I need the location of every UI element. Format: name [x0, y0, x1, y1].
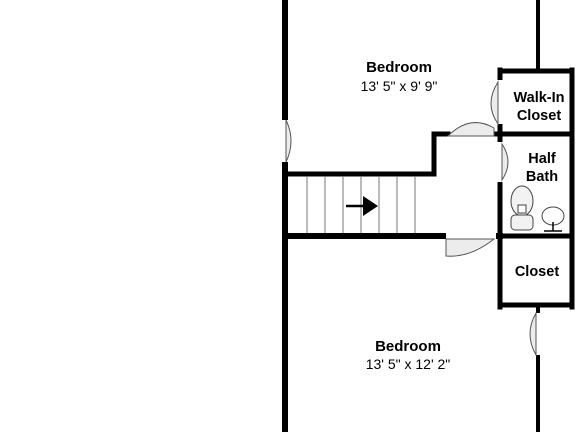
- half-bath-label-line1: Half: [528, 151, 556, 167]
- toilet-icon: [510, 185, 534, 231]
- bedroom-bottom-name: Bedroom: [375, 338, 441, 355]
- walk-in-closet-label-line1: Walk-In: [513, 90, 564, 106]
- sink-icon: [541, 206, 565, 232]
- bedroom-top-name: Bedroom: [366, 59, 432, 76]
- door-right-lower: [529, 311, 537, 357]
- closet-label: Closet: [515, 264, 559, 280]
- half-bath-label-line2: Bath: [526, 169, 558, 185]
- door-left-bedroom-top: [285, 119, 292, 163]
- door-gaps: [282, 80, 542, 355]
- arrow-right-icon: [346, 196, 378, 216]
- bedroom-top-dimensions: 13' 5" x 9' 9": [361, 78, 438, 94]
- walk-in-closet-label-line2: Closet: [517, 108, 561, 124]
- door-walk-in-closet: [490, 80, 499, 126]
- doors: [285, 80, 537, 357]
- bedroom-bottom-dimensions: 13' 5" x 12' 2": [366, 356, 451, 372]
- stair-top-wall: [285, 131, 451, 177]
- stairs: [306, 176, 416, 233]
- door-half-bath: [501, 142, 509, 182]
- door-bedroom-bottom: [445, 238, 496, 257]
- door-bedroom-top: [446, 122, 495, 137]
